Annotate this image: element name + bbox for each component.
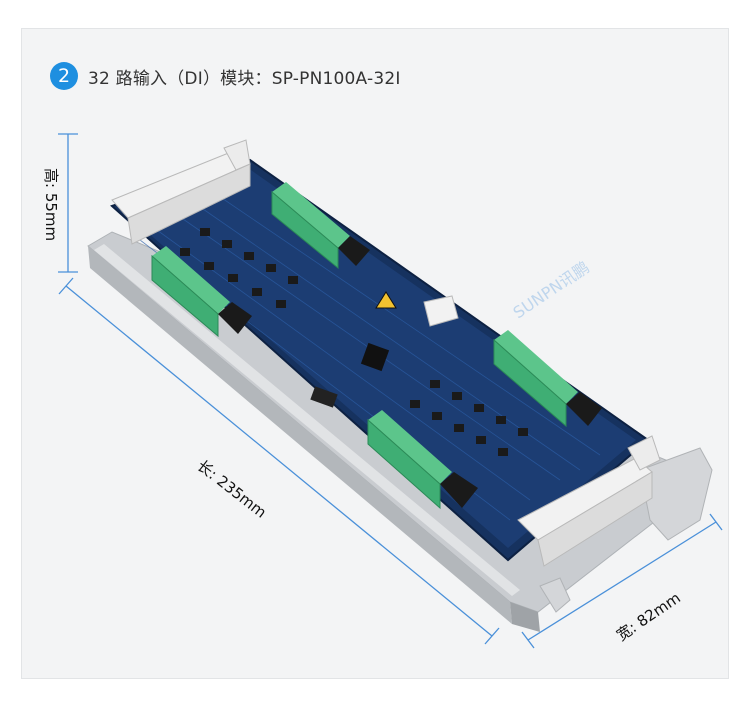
terminal-block-4 — [367, 410, 478, 510]
pcb-board — [110, 158, 650, 562]
idc-connector-left — [111, 139, 251, 245]
height-dimension-line — [58, 133, 78, 273]
width-dimension-line — [521, 513, 723, 649]
power-connector — [423, 295, 459, 327]
terminal-block-1 — [271, 182, 370, 270]
idc-connector-right — [517, 435, 661, 567]
mcu-chip — [360, 342, 390, 372]
terminal-block-3 — [493, 330, 602, 428]
step-badge: 2 — [50, 62, 78, 90]
length-dimension-line — [58, 277, 500, 645]
terminal-block-2 — [151, 246, 252, 338]
watermark: SUNPN讯鹏 — [510, 258, 593, 323]
height-label: 高: 55mm — [42, 168, 60, 242]
page-title: 32 路输入（DI）模块：SP-PN100A-32I — [88, 69, 401, 89]
